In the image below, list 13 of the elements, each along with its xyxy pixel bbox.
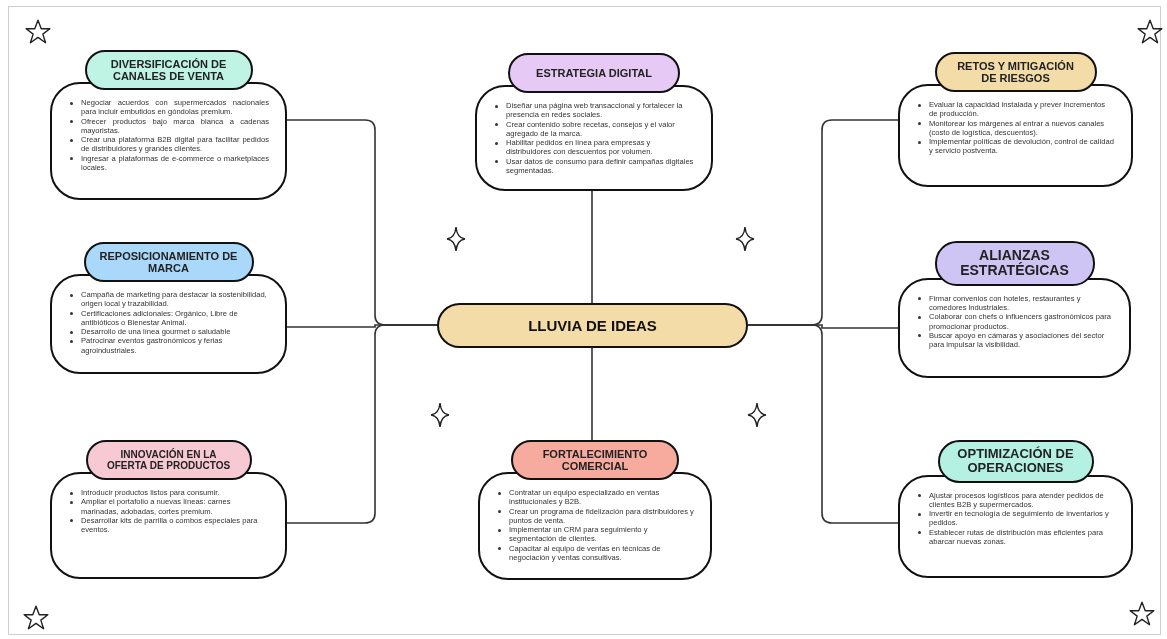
topic-heading: ALIANZAS ESTRATÉGICAS bbox=[934, 241, 1095, 286]
connector-line bbox=[591, 190, 593, 304]
topic-heading: FORTALECIMIENTO COMERCIAL bbox=[511, 440, 679, 480]
topic-heading: RETOS Y MITIGACIÓN DE RIESGOS bbox=[934, 52, 1097, 92]
topic-heading: INNOVACIÓN EN LA OFERTA DE PRODUCTOS bbox=[85, 440, 252, 480]
connector-line bbox=[591, 347, 593, 441]
connector-line bbox=[747, 324, 899, 524]
topic-heading: REPOSICIONAMIENTO DE MARCA bbox=[83, 242, 254, 282]
topic-heading: ESTRATEGIA DIGITAL bbox=[508, 53, 680, 93]
topic-heading: OPTIMIZACIÓN DE OPERACIONES bbox=[937, 440, 1094, 483]
central-topic: LLUVIA DE IDEAS bbox=[437, 303, 748, 348]
connector-line bbox=[286, 324, 438, 524]
topic-heading: DIVERSIFICACIÓN DE CANALES DE VENTA bbox=[84, 50, 253, 90]
